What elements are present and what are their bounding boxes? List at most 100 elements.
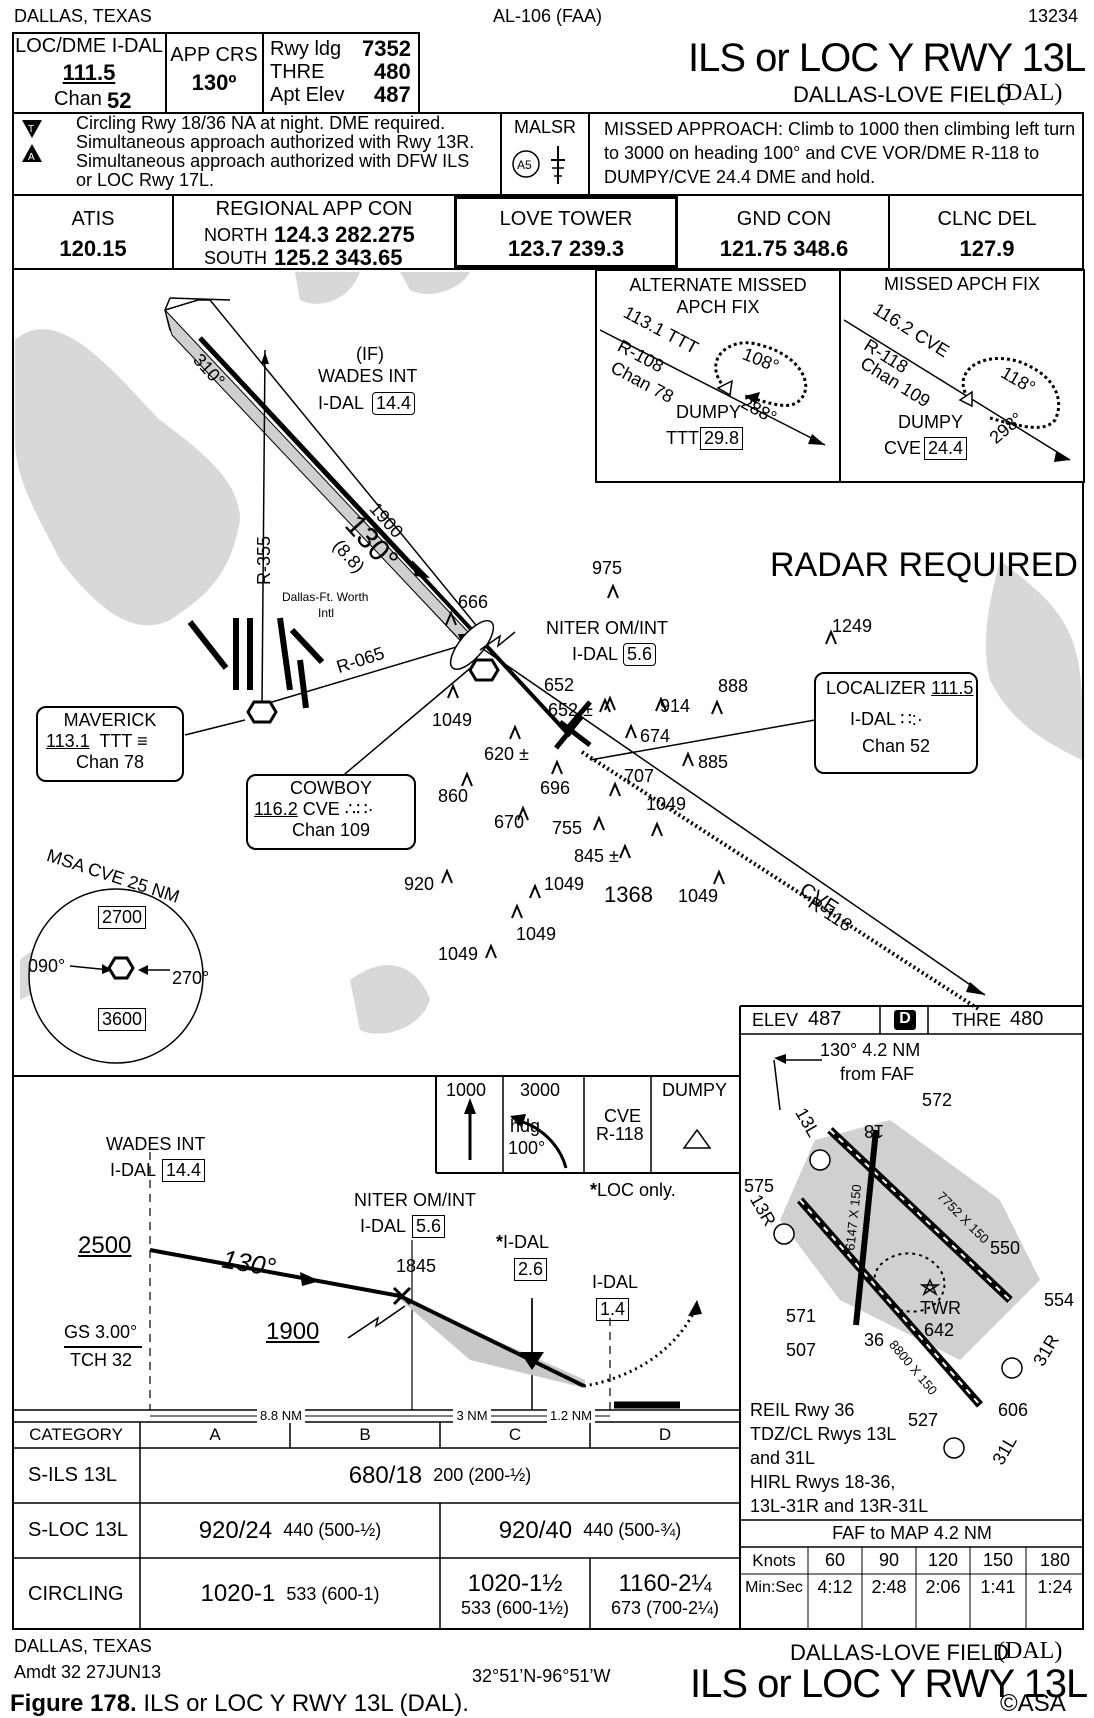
airport-diagram-graphics: [773, 1054, 1040, 1459]
rwy-ldg-label: Rwy ldg: [270, 38, 342, 60]
localizer-name: LOCALIZER: [826, 678, 927, 698]
profile-niter: NITER OM/INT: [354, 1190, 476, 1210]
timing-time: 4:12: [817, 1577, 853, 1597]
obstacle-label: 527: [908, 1410, 939, 1430]
note-line: Simultaneous approach authorized with Rw…: [76, 132, 475, 152]
segment-3: 1.2 NM: [547, 1408, 595, 1423]
if-label: (IF): [356, 344, 384, 364]
divider: [500, 112, 502, 196]
timing-minsec-label: Min:Sec: [745, 1578, 803, 1596]
timing-knots: 60: [824, 1550, 846, 1570]
obstacle-label: 652: [544, 675, 575, 695]
tower-freq: 123.7 239.3: [507, 236, 625, 261]
star-idal-text: I-DAL: [503, 1232, 550, 1252]
profile-gs: GS 3.00°: [64, 1322, 138, 1342]
icon-cve: CVE: [604, 1106, 642, 1126]
divider: [165, 32, 167, 114]
morse-icon: ∴∷·: [344, 799, 374, 819]
maverick-name: MAVERICK: [63, 710, 157, 730]
obstacle-label: 845 ±: [574, 846, 619, 866]
tower-elev: 642: [924, 1320, 955, 1340]
min-main: 1020-1: [200, 1580, 276, 1607]
obstacle-label: 1049: [646, 794, 687, 814]
obstacle-label: 920: [404, 874, 435, 894]
morse-icon: ∷:·: [900, 709, 923, 729]
obstacle-label: 572: [922, 1090, 953, 1110]
svg-text:A: A: [28, 152, 35, 163]
atis-value: 120.15: [59, 236, 127, 261]
localizer-chan: Chan 52: [861, 736, 931, 756]
mf-dme: 24.4: [924, 437, 968, 460]
obstacle-label: 606: [998, 1400, 1029, 1420]
icon-dumpy: DUMPY: [662, 1080, 728, 1100]
alt-missed-title-line: ALTERNATE MISSED: [629, 275, 807, 295]
dfw-label: Dallas-Ft. Worth: [282, 590, 369, 604]
timing-knots: 150: [982, 1550, 1014, 1570]
icon-hdg-val: 100°: [508, 1138, 546, 1158]
obstacle-label: 674: [640, 726, 671, 746]
obstacle-label: 755: [552, 818, 583, 838]
app-crs-value: 130º: [191, 70, 237, 95]
profile-idal: I-DAL: [110, 1160, 157, 1180]
dfw-runways: [187, 617, 325, 709]
obstacle-label: 575: [744, 1176, 775, 1196]
caption-bold: Figure 178.: [10, 1690, 137, 1717]
alt-missed-hold: [599, 329, 826, 446]
footer-amdt: Amdt 32 27JUN13: [14, 1662, 162, 1682]
obstacle-symbols: [441, 583, 837, 959]
obstacle-label: 1249: [832, 616, 873, 636]
obstacle-label: 554: [1044, 1290, 1075, 1310]
profile-1845: 1845: [396, 1256, 437, 1276]
footer-title: ILS or LOC Y RWY 13L: [690, 1662, 1088, 1706]
obstacle-label: 1049: [432, 710, 473, 730]
obstacle-label: 550: [990, 1238, 1021, 1258]
timing-knots: 120: [927, 1550, 959, 1570]
timing-time: 2:06: [925, 1577, 961, 1597]
missed-apch-hold: [843, 319, 1071, 462]
chan-label: Chan: [54, 88, 102, 110]
mf-dumpy: DUMPY: [898, 412, 964, 432]
divider: [262, 32, 264, 114]
dfw-intl: Intl: [318, 606, 335, 620]
gnd-freq: 121.75 348.6: [719, 236, 849, 261]
love-field-symbol: [554, 700, 592, 750]
obstacle-label: 696: [540, 778, 571, 798]
min-main: 680/18: [348, 1461, 423, 1489]
faf-note: from FAF: [840, 1064, 915, 1084]
divider: [888, 194, 890, 270]
obstacle-label: 1049: [438, 944, 479, 964]
minimums-header: B: [359, 1425, 371, 1444]
maverick-id: TTT: [99, 731, 133, 751]
runway-label: 36: [864, 1330, 885, 1350]
takeoff-minimums-icon: T A: [22, 120, 42, 163]
chart-frame: [12, 268, 1084, 1630]
localizer-box: LOCALIZER 111.5 I-DAL ∷:· Chan 52: [814, 672, 978, 774]
a5-label: A5: [517, 158, 532, 172]
profile-dme-26: 2.6: [514, 1258, 548, 1281]
chart-title: ILS or LOC Y RWY 13L: [688, 36, 1086, 80]
timing-knots-label: Knots: [752, 1550, 796, 1570]
thre-label: THRE: [270, 61, 325, 83]
elev-label: ELEV: [752, 1010, 799, 1030]
footer-airport: DALLAS-LOVE FIELD: [790, 1640, 1009, 1665]
obstacle-label: 652 ±: [548, 700, 593, 720]
icon-1000: 1000: [446, 1080, 487, 1100]
obstacle-label: 571: [786, 1306, 817, 1326]
caption-text: ILS or LOC Y RWY 13L (DAL).: [143, 1690, 469, 1717]
min-sub: 673 (700-2¼): [610, 1597, 720, 1618]
wades-idal: I-DAL: [318, 393, 365, 413]
profile-wades: WADES INT: [106, 1134, 206, 1154]
segment-distance: 8.8 NM: [150, 1408, 412, 1423]
minimums-header: D: [658, 1425, 672, 1444]
icon-3000: 3000: [520, 1080, 561, 1100]
loc-label: LOC/DME I-DAL: [15, 35, 163, 57]
r065-radial: [261, 639, 481, 706]
maverick-chan: Chan 78: [75, 752, 145, 772]
cowboy-vortac: [468, 658, 500, 682]
missed-line: to 3000 on heading 100° and CVE VOR/DME …: [604, 143, 1040, 163]
gnd-label: GND CON: [736, 208, 832, 230]
obstacle-label: 707: [624, 766, 655, 786]
alt-missed-title: ALTERNATE MISSED APCH FIX: [600, 274, 836, 318]
segment-distance: 1.2 NM: [532, 1408, 610, 1423]
